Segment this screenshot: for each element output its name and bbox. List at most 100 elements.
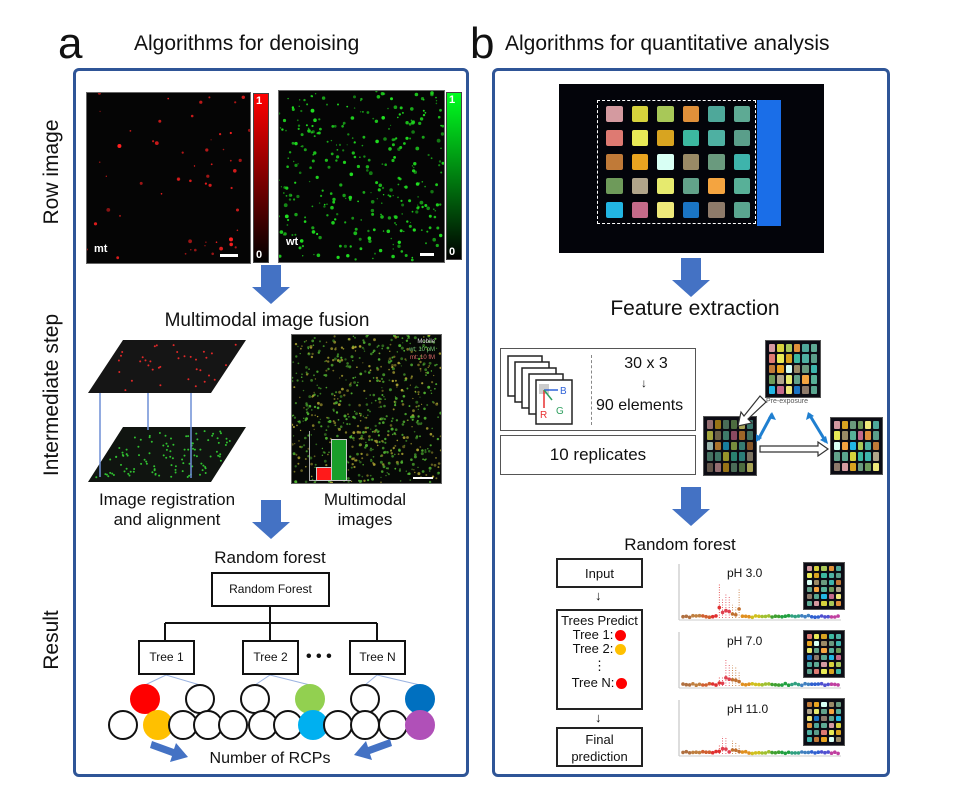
fluorescent-spot xyxy=(398,469,401,472)
tree-edge xyxy=(254,675,271,686)
fluorescent-spot xyxy=(152,140,155,143)
plot-point xyxy=(681,682,685,686)
fluorescent-spot xyxy=(330,481,333,483)
fluorescent-spot xyxy=(325,464,328,467)
plot-point xyxy=(684,682,689,687)
plot-point xyxy=(796,751,801,755)
inset-bar-wt xyxy=(331,439,347,481)
fluorescent-spot xyxy=(297,420,300,423)
fluorescent-spot xyxy=(358,438,361,440)
fluorescent-spot xyxy=(391,379,394,383)
fluorescent-spot xyxy=(367,229,370,233)
fluorescent-spot xyxy=(313,336,316,340)
chip-spot xyxy=(807,730,813,735)
fluorescent-spot xyxy=(372,377,375,379)
tree-edge xyxy=(269,675,311,686)
chip-spot xyxy=(835,594,841,599)
fluorescent-spot xyxy=(333,357,337,361)
plot-point xyxy=(694,750,698,754)
fluorescent-spot xyxy=(326,203,328,205)
fluorescent-spot xyxy=(326,140,329,143)
fluorescent-spot xyxy=(379,460,383,464)
tree-node xyxy=(240,684,270,714)
sensor-spot xyxy=(657,178,674,194)
fluorescent-spot xyxy=(339,244,342,248)
fluorescent-spot xyxy=(350,392,353,395)
raw-image-mt: mt xyxy=(86,92,251,264)
pre-exposure-label: Pre-exposure xyxy=(766,398,809,405)
fluorescent-spot xyxy=(218,455,221,458)
fluorescent-spot xyxy=(300,109,303,113)
plot-point xyxy=(757,682,761,687)
plot-point xyxy=(813,615,817,619)
fluorescent-spot xyxy=(313,455,316,458)
fluorescent-spot xyxy=(193,454,196,457)
chip-spot xyxy=(835,634,841,639)
fluorescent-spot xyxy=(292,452,296,456)
fluorescent-spot xyxy=(304,480,308,483)
fluorescent-spot xyxy=(369,474,372,477)
fluorescent-spot xyxy=(144,359,147,362)
fluorescent-spot xyxy=(419,347,422,349)
fluorescent-spot xyxy=(341,125,344,128)
chip-spot xyxy=(828,573,834,578)
fluorescent-spot xyxy=(125,448,128,451)
fluorescent-spot xyxy=(365,165,370,169)
fluorescent-spot xyxy=(437,471,440,474)
fluorescent-spot xyxy=(352,360,354,362)
fluorescent-spot xyxy=(203,380,206,383)
fluorescent-spot xyxy=(291,108,295,111)
tree-edge xyxy=(364,675,378,686)
fluorescent-spot xyxy=(375,139,379,144)
fluorescent-spot xyxy=(372,448,374,451)
fluorescent-spot xyxy=(400,199,403,202)
fluorescent-spot xyxy=(352,431,356,434)
fluorescent-spot xyxy=(174,471,177,474)
plot-point xyxy=(823,615,827,619)
fluorescent-spot xyxy=(365,441,367,444)
random-forest-title-a: Random forest xyxy=(214,548,326,567)
fluorescent-spot xyxy=(432,435,435,438)
fluorescent-spot xyxy=(363,438,365,440)
fluorescent-spot xyxy=(411,210,414,213)
rgb-r: R xyxy=(540,410,547,421)
fluorescent-spot xyxy=(384,163,387,166)
fluorescent-spot xyxy=(396,439,399,442)
fluorescent-spot xyxy=(347,133,350,136)
fluorescent-spot xyxy=(311,230,316,234)
fluorescent-spot xyxy=(386,346,390,350)
fluorescent-spot xyxy=(325,429,328,431)
fluorescent-spot xyxy=(388,379,391,382)
chip-spot xyxy=(814,587,820,592)
fluorescent-spot xyxy=(298,105,300,107)
plot-point xyxy=(776,750,781,754)
fluorescent-spot xyxy=(162,454,165,457)
fluorescent-spot xyxy=(394,467,397,470)
plane-mt xyxy=(88,340,246,393)
fluorescent-spot xyxy=(203,430,206,433)
fluorescent-spot xyxy=(413,336,417,340)
fluorescent-spot xyxy=(311,424,315,427)
chip-spot xyxy=(807,702,813,707)
plot-point xyxy=(776,683,781,687)
multimodal-caption-line1: Multimodal xyxy=(323,490,407,509)
fluorescent-spot xyxy=(186,476,189,478)
fluorescent-spot xyxy=(106,208,111,212)
fluorescent-spot xyxy=(438,164,441,167)
fluorescent-spot xyxy=(385,415,388,418)
chip-spot xyxy=(814,634,820,639)
fluorescent-spot xyxy=(327,425,330,428)
fluorescent-spot xyxy=(310,462,313,466)
fluorescent-spot xyxy=(352,377,355,379)
fluorescent-spot xyxy=(431,381,434,384)
chip-spot xyxy=(794,364,801,374)
sensor-spot xyxy=(733,106,750,122)
random-forest-root: Random Forest xyxy=(211,572,330,607)
fluorescent-spot xyxy=(358,237,362,241)
fluorescent-spot xyxy=(139,181,143,185)
chip-spot xyxy=(807,655,813,660)
fluorescent-spot xyxy=(299,99,301,101)
fluorescent-spot xyxy=(370,200,375,204)
fluorescent-spot xyxy=(409,221,412,224)
sensor-spot xyxy=(606,106,623,122)
